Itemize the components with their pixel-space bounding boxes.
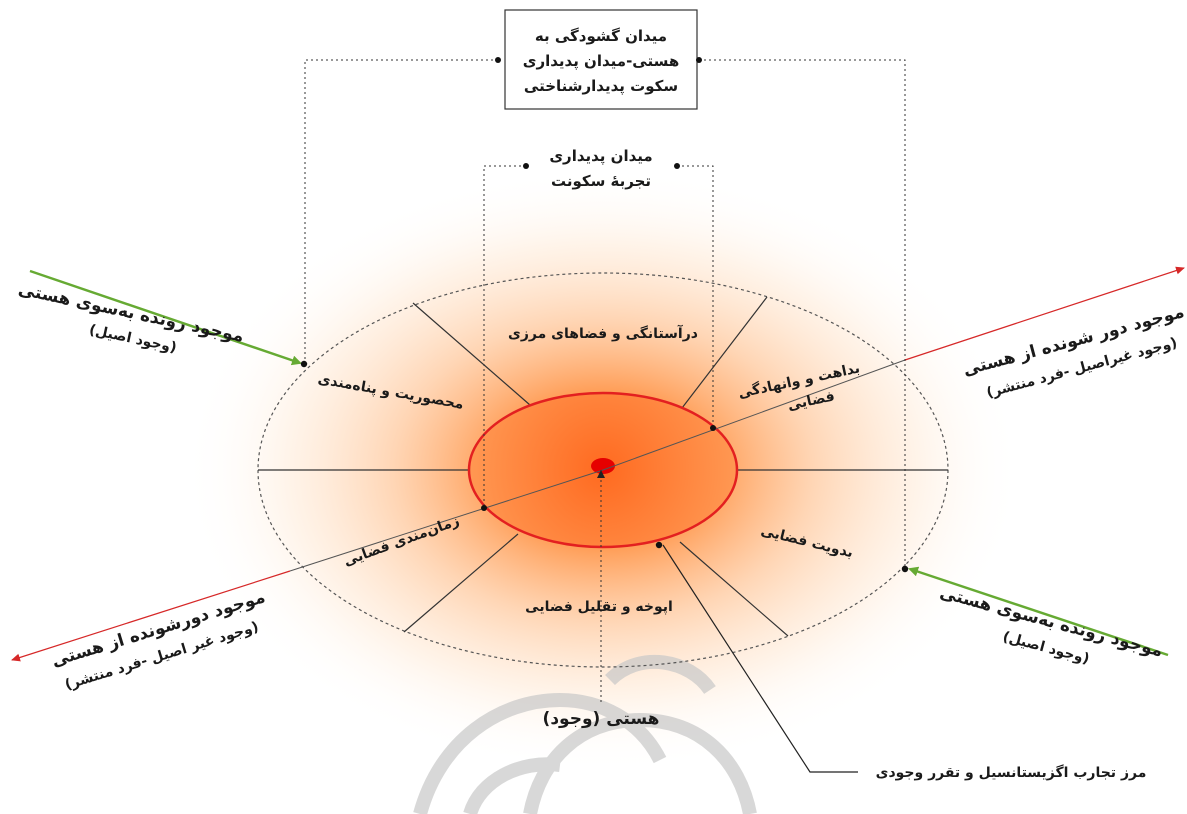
boundary-pointer bbox=[662, 544, 858, 773]
connector-dot bbox=[495, 57, 501, 63]
connector-dot bbox=[901, 565, 909, 573]
connector-dot bbox=[655, 541, 663, 549]
top-box-line2: هستی-میدان پدیداری bbox=[523, 52, 680, 71]
top-box-line1: میدان گشودگی به bbox=[535, 27, 667, 45]
through-line-lower-left bbox=[289, 469, 604, 572]
boundary-label: مرز تجارب اگزیستانسیل و تقرر وجودی bbox=[876, 764, 1147, 781]
red-arrow-top-right bbox=[904, 266, 1185, 361]
being-arrowhead bbox=[597, 470, 605, 478]
middle-label-line2: تجربۀ سکونت bbox=[551, 172, 651, 190]
through-line-upper-right bbox=[602, 359, 906, 471]
connector-dot bbox=[696, 57, 702, 63]
top-box-connectors bbox=[304, 59, 906, 569]
connector-dot bbox=[674, 163, 680, 169]
watermark-rosette bbox=[413, 654, 757, 814]
middle-label-connectors bbox=[483, 165, 714, 508]
middle-label-line1: میدان پدیداری bbox=[549, 147, 652, 166]
sector-bottom-label: اپوخه و تقلیل فضایی bbox=[525, 599, 673, 615]
core-dot bbox=[591, 458, 615, 474]
being-label: هستی (وجود) bbox=[543, 709, 660, 729]
top-box bbox=[504, 9, 698, 110]
green-arrow-top-left bbox=[29, 269, 302, 366]
connector-dot bbox=[523, 163, 529, 169]
connector-dot bbox=[710, 425, 716, 431]
red-arrow-bottom-left bbox=[11, 570, 291, 662]
connector-dot bbox=[300, 360, 308, 368]
connector-dot bbox=[481, 505, 487, 511]
sector-top-label: درآستانگی و فضاهای مرزی bbox=[508, 324, 698, 342]
sector-dividers bbox=[258, 296, 948, 637]
top-box-line3: سکوت پدیدارشناختی bbox=[524, 77, 678, 96]
green-arrow-bottom-right bbox=[908, 566, 1169, 657]
